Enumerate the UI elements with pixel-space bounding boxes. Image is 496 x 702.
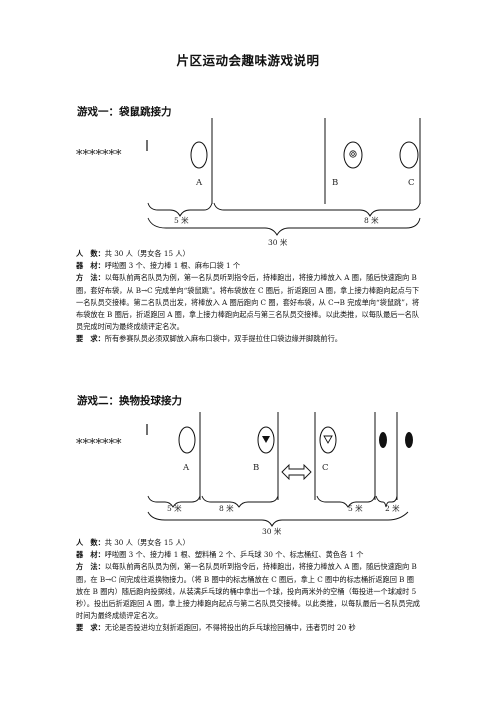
game1-heading: 游戏一：袋鼠跳接力 (77, 106, 172, 118)
equipment-text: 呼啦圈 3 个、接力棒 1 根、塑料桶 2 个、乒乓球 30 个、标志桶红、黄色… (104, 550, 364, 560)
method-label: 方 法： (76, 273, 105, 283)
brace-5m (147, 202, 213, 218)
hoop-c (319, 426, 337, 454)
hoop-c (399, 141, 419, 169)
double-arrow-icon (281, 463, 312, 481)
hoop-a (190, 141, 208, 169)
equipment-label: 器 材： (76, 550, 105, 560)
people-label: 人 数： (76, 538, 105, 547)
start-stars: ******* (76, 437, 122, 452)
game1-people: 人 数：共 30 人（男女各 15 人） (76, 248, 420, 260)
brace-2m (375, 495, 398, 508)
start-stars: ******* (76, 148, 122, 163)
distance-5m: 5 米 (174, 215, 189, 225)
distance-5m-2: 5 米 (348, 503, 363, 513)
hoop-label-b: B (253, 463, 259, 473)
hoop-label-c: C (322, 463, 329, 473)
game1-diagram: ******* A B C 5 米 8 米 30 米 (76, 118, 421, 247)
game2-requirement: 要 求：无论是否投进均立刻折返跑回，不得将投出的乒乓球捡回桶中，违者罚时 20 … (76, 622, 420, 634)
hoop-a (178, 426, 196, 454)
method-text: 以每队前两名队员为例，第一名队员听到指令后，持棒跑出，将接力棒放入 A 圈，随后… (76, 273, 420, 332)
distance-8m: 8 米 (364, 215, 379, 225)
sack-icon (349, 150, 357, 158)
bucket-full-icon (379, 432, 387, 448)
game1-equipment: 器 材：呼啦圈 3 个、接力棒 1 根、麻布口袋 1 个 (76, 260, 420, 272)
brace-5m-2 (316, 495, 376, 508)
requirement-label: 要 求： (76, 334, 105, 344)
hoop-label-b: B (332, 178, 338, 188)
brace-total (147, 217, 421, 236)
brace-8m (201, 495, 279, 508)
equipment-text: 呼啦圈 3 个、接力棒 1 根、麻布口袋 1 个 (104, 261, 241, 271)
requirement-text: 无论是否投进均立刻折返跑回，不得将投出的乒乓球捡回桶中，违者罚时 20 秒 (104, 623, 356, 633)
distance-total: 30 米 (268, 237, 288, 247)
requirement-label: 要 求： (76, 623, 105, 633)
hoop-label-a: A (182, 463, 190, 473)
method-text: 以每队前两名队员为例，第一名队员听到指令后，持棒跑出，将接力棒放入 A 圈，随后… (76, 562, 420, 621)
method-label: 方 法： (76, 562, 105, 572)
hoop-label-a: A (195, 178, 203, 188)
distance-2m: 2 米 (385, 503, 400, 513)
game1-method: 方 法：以每队前两名队员为例，第一名队员听到指令后，持棒跑出，将接力棒放入 A … (76, 272, 420, 333)
distance-5m: 5 米 (167, 503, 182, 513)
people-text: 共 30 人（男女各 15 人） (104, 249, 190, 258)
page-title: 片区运动会趣味游戏说明 (176, 53, 320, 68)
game1-requirement: 要 求：所有参赛队员必须双脚放入麻布口袋中，双手提拉住口袋边缘并脚跳前行。 (76, 333, 420, 345)
sack-icon-inner (351, 152, 355, 156)
game2-people: 人 数：共 30 人（男女各 15 人） (76, 537, 420, 549)
hoop-b (257, 426, 275, 454)
marker-cone-icon (262, 436, 270, 443)
game2-heading: 游戏二：换物投球接力 (77, 395, 182, 407)
people-text: 共 30 人（男女各 15 人） (104, 538, 190, 547)
brace-total (147, 511, 409, 528)
requirement-text: 所有参赛队员必须双脚放入麻布口袋中，双手提拉住口袋边缘并脚跳前行。 (104, 334, 342, 344)
people-label: 人 数： (76, 249, 105, 258)
brace-8m (213, 202, 421, 218)
distance-8m: 8 米 (219, 503, 234, 513)
game2-rules: 人 数：共 30 人（男女各 15 人） 器 材：呼啦圈 3 个、接力棒 1 根… (76, 537, 420, 635)
marker-cone-outline-icon (323, 435, 333, 444)
hoop-label-c: C (408, 178, 415, 188)
bucket-empty-icon (405, 432, 413, 448)
game2-equipment: 器 材：呼啦圈 3 个、接力棒 1 根、塑料桶 2 个、乒乓球 30 个、标志桶… (76, 549, 420, 561)
game1-rules: 人 数：共 30 人（男女各 15 人） 器 材：呼啦圈 3 个、接力棒 1 根… (76, 248, 420, 346)
brace-5m (147, 495, 201, 508)
distance-total: 30 米 (262, 526, 282, 536)
equipment-label: 器 材： (76, 261, 105, 271)
hoop-b (343, 141, 363, 169)
game2-method: 方 法：以每队前两名队员为例，第一名队员听到指令后，持棒跑出，将接力棒放入 A … (76, 561, 420, 622)
game2-diagram: ******* A B C 5 米 8 米 5 米 2 米 30 米 (76, 412, 413, 536)
